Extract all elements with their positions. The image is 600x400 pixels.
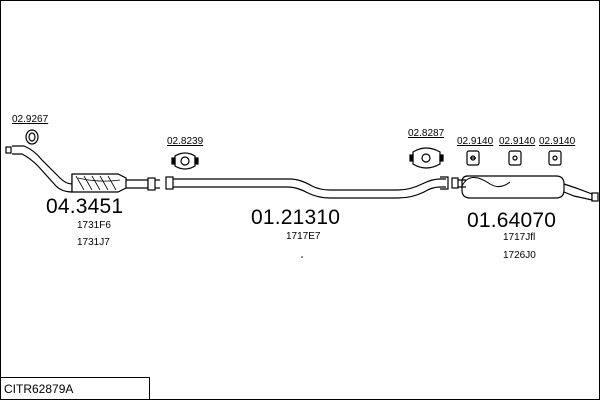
middle-pipe-drawing	[165, 176, 449, 199]
rear-silencer-ref-1: 1717Jfl	[503, 232, 536, 243]
hanger-1-number: 02.9140	[457, 136, 494, 147]
middle-pipe-ref-1: 1717E7	[286, 231, 321, 242]
hanger-3-drawing	[548, 150, 562, 166]
hanger-2-drawing	[508, 150, 522, 166]
clamp-front-drawing	[171, 152, 199, 170]
front-section-number: 04.3451	[46, 195, 124, 218]
front-section-ref-1: 1731F6	[77, 220, 111, 231]
hanger-2-number: 02.9140	[499, 136, 536, 147]
rear-silencer-number: 01.64070	[467, 209, 557, 232]
front-section-drawing	[5, 145, 160, 193]
hanger-3-number: 02.9140	[539, 136, 576, 147]
rear-silencer-ref-2: 1726J0	[503, 250, 536, 261]
clamp-rear-number: 02.8287	[408, 128, 445, 139]
kit-code-box: CITR62879A	[0, 377, 150, 399]
rear-silencer-drawing	[451, 175, 599, 202]
front-section-ref-2: 1731J7	[77, 237, 110, 248]
gasket-ring-drawing	[25, 129, 39, 145]
clamp-rear-drawing	[409, 147, 444, 169]
kit-code: CITR62879A	[4, 382, 74, 396]
clamp-front-number: 02.8239	[167, 136, 204, 147]
hanger-1-drawing	[466, 150, 480, 166]
stray-dot	[301, 256, 303, 258]
middle-pipe-number: 01.21310	[251, 206, 341, 229]
gasket-ring-number: 02.9267	[12, 114, 49, 125]
